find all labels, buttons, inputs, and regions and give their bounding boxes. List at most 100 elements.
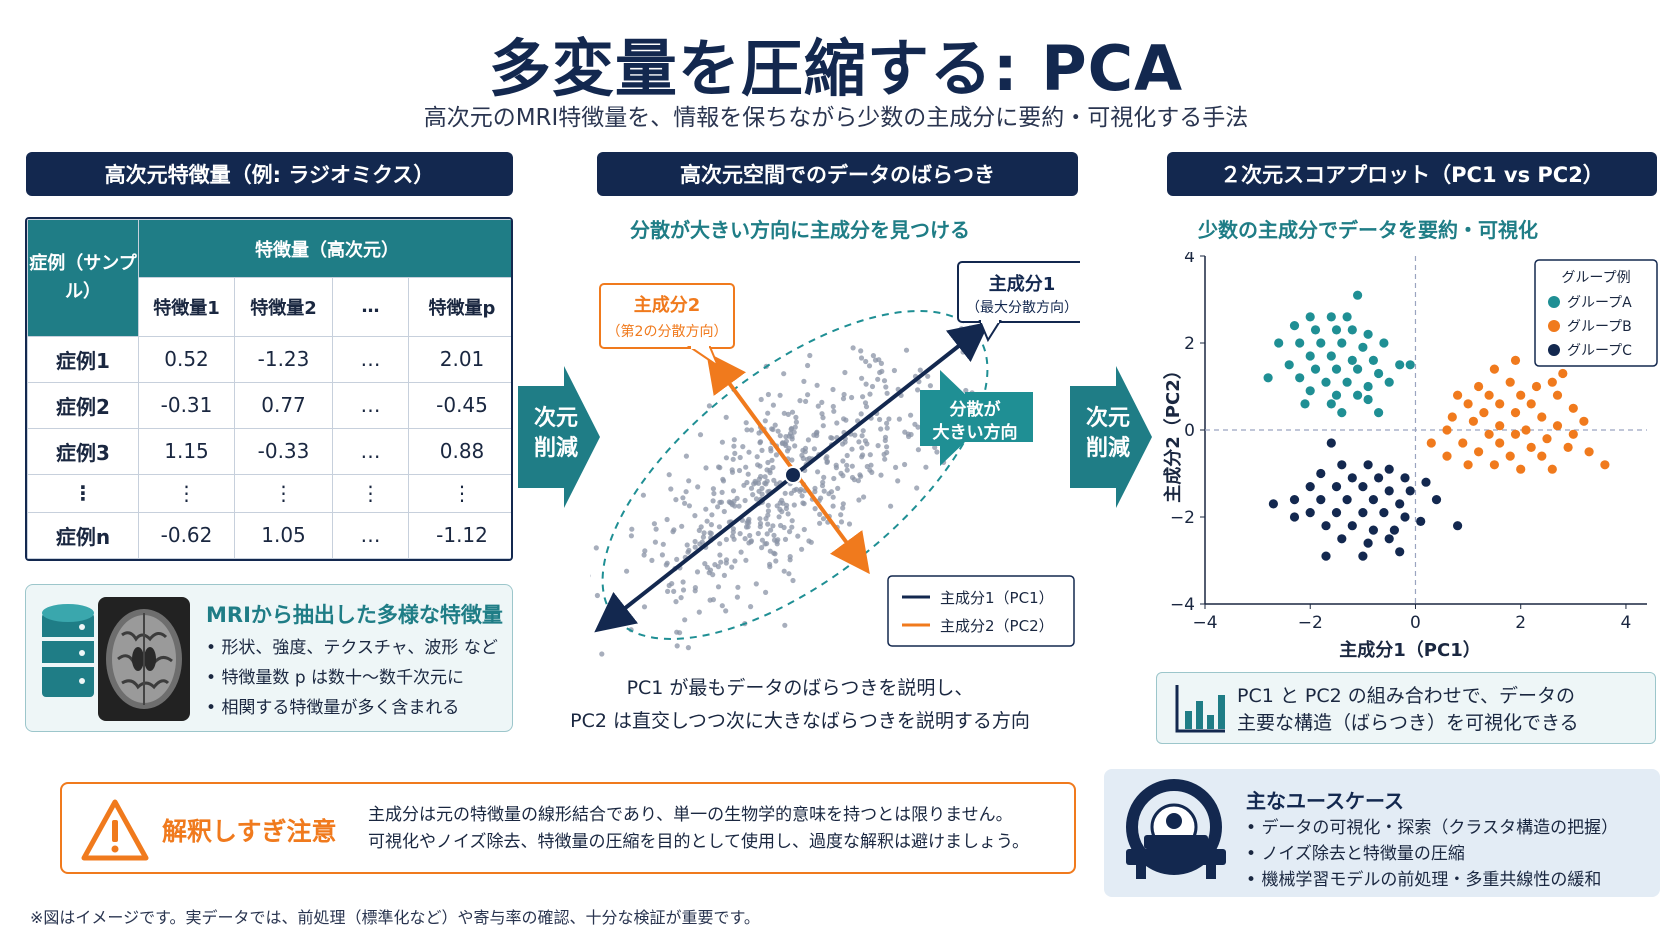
cloud-point <box>821 488 827 494</box>
cloud-point <box>771 532 777 538</box>
cloud-point <box>883 384 889 390</box>
cloud-point <box>820 423 826 429</box>
cloud-point <box>819 399 825 405</box>
scatter-point <box>1474 381 1484 392</box>
cloud-point <box>902 429 908 435</box>
cloud-point <box>869 383 876 390</box>
warning-heading: 解釈しすぎ注意 <box>162 817 337 846</box>
cloud-point <box>842 369 848 376</box>
scatter-point <box>1321 521 1331 531</box>
cloud-point <box>692 585 698 591</box>
pc2-axis <box>706 351 870 575</box>
cloud-point <box>753 496 760 502</box>
cloud-point <box>814 382 820 388</box>
cloud-point <box>863 404 870 410</box>
legend-group-a: グループA <box>1567 295 1632 311</box>
scatter-point <box>1379 508 1389 518</box>
cloud-point <box>805 362 811 369</box>
cloud-point <box>833 465 839 471</box>
cloud-point <box>834 420 840 426</box>
cloud-point <box>703 465 709 471</box>
cloud-point <box>781 568 787 574</box>
scatter-point <box>1358 482 1368 492</box>
interpretation-warning: 解釈しすぎ注意 主成分は元の特徴量の線形結合であり、単一の生物学的意味を持つとは… <box>60 782 1076 874</box>
cloud-point <box>799 493 805 499</box>
pc2-callout-title: 主成分2 <box>634 294 701 316</box>
scatter-point <box>1384 377 1394 387</box>
cloud-point <box>697 432 704 438</box>
scatter-point <box>1368 495 1378 505</box>
cloud-point <box>746 449 752 455</box>
cloud-point <box>694 569 701 575</box>
cloud-point <box>680 579 686 585</box>
cloud-point <box>855 478 861 484</box>
cloud-point <box>844 462 850 468</box>
cloud-point <box>692 544 698 550</box>
cloud-point <box>593 545 599 551</box>
scatter-point <box>1305 312 1315 322</box>
scatter-point <box>1363 538 1373 548</box>
table-cell: 0.77 <box>234 381 333 429</box>
scatter-point <box>1395 360 1405 370</box>
scatter-point <box>1342 495 1352 505</box>
cloud-point <box>743 464 749 470</box>
cloud-point <box>844 467 850 473</box>
cloud-point <box>805 392 811 398</box>
table-header-features: 特徴量（高次元） <box>138 219 511 279</box>
scatter-point <box>1510 429 1521 439</box>
score-plot-legend: グループ例 グループA グループB グループC <box>1534 259 1658 367</box>
cloud-point <box>770 523 776 529</box>
reduce-label-left: 次元削減 <box>533 406 578 461</box>
variance-direction-arrow: 分散が 大きい方向 <box>920 370 1033 466</box>
table-cell: 1.05 <box>234 511 333 559</box>
cloud-point <box>807 352 813 359</box>
cloud-point <box>783 505 789 512</box>
cloud-point <box>747 532 753 539</box>
center-subheading: 分散が大きい方向に主成分を見つける <box>630 218 970 242</box>
cloud-point <box>896 416 902 422</box>
cloud-point <box>680 495 686 501</box>
cloud-point <box>721 508 727 515</box>
cloud-point <box>679 523 685 529</box>
cloud-point <box>782 490 788 496</box>
cloud-point <box>784 448 791 454</box>
y-tick-label: 2 <box>1184 334 1195 354</box>
page-title: 多変量を圧縮する: PCA <box>488 32 1184 105</box>
scatter-point <box>1563 442 1573 452</box>
scatter-point <box>1526 399 1536 409</box>
cloud-point <box>629 526 635 532</box>
cloud-point <box>680 587 687 593</box>
cloud-point <box>673 497 679 503</box>
scatter-point <box>1316 338 1326 348</box>
cloud-point <box>765 459 771 466</box>
cloud-point <box>753 581 759 587</box>
cloud-point <box>757 440 763 446</box>
scatter-point <box>1489 460 1499 470</box>
table-cell: -0.62 <box>138 511 235 559</box>
scatter-point <box>1358 342 1368 352</box>
cloud-point <box>860 428 866 434</box>
scatter-point <box>1363 381 1373 392</box>
mri-box-heading: MRIから抽出した多様な特徴量 <box>206 603 503 627</box>
x-tick-label: 2 <box>1515 613 1526 633</box>
cloud-point <box>934 449 940 455</box>
cloud-point <box>731 498 737 504</box>
table-case-cell: 症例2 <box>27 381 139 429</box>
scatter-point <box>1295 338 1305 348</box>
cloud-point <box>665 588 671 594</box>
cloud-point <box>840 458 846 464</box>
cloud-point <box>774 538 780 544</box>
cloud-point <box>879 368 885 374</box>
cloud-point <box>878 426 884 432</box>
cloud-point <box>599 651 605 657</box>
scatter-point <box>1331 482 1342 492</box>
scatter-point <box>1468 416 1478 426</box>
scatter-point <box>1479 408 1489 418</box>
cloud-point <box>735 584 741 590</box>
cloud-point <box>777 506 783 512</box>
scatter-point <box>1326 312 1336 322</box>
warning-text-1: 主成分は元の特徴量の線形結合であり、単一の生物学的意味を持つとは限りません。 <box>368 805 1013 825</box>
scatter-point <box>1405 360 1415 370</box>
cloud-point <box>719 439 725 445</box>
